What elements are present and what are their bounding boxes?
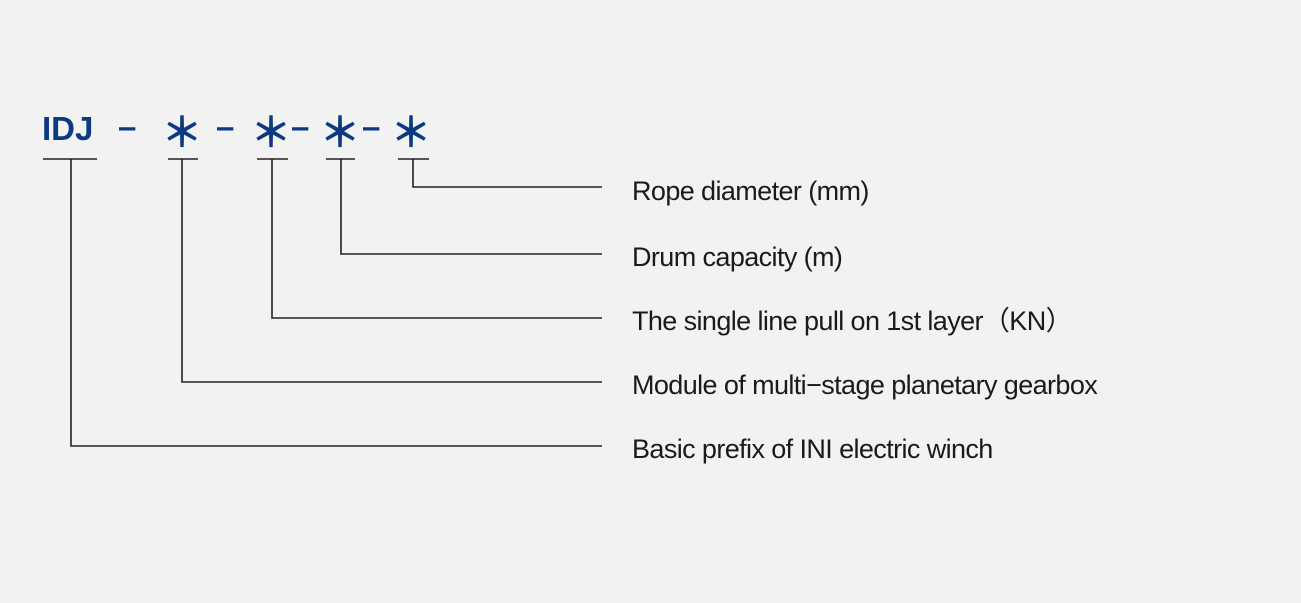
label-rope-diameter: Rope diameter (mm) (632, 176, 869, 206)
leader-prefix (43, 158, 602, 447)
code-dash-4: – (362, 108, 380, 145)
code-dash-3: – (291, 108, 309, 145)
leader-drum (326, 158, 602, 255)
label-drum-capacity: Drum capacity (m) (632, 242, 842, 272)
labels: Rope diameter (mm) Drum capacity (m) The… (632, 176, 1099, 464)
code-asterisk-drum: ＊ (320, 111, 360, 155)
leader-lines (43, 158, 602, 447)
label-line-pull: The single line pull on 1st layer（KN） (632, 306, 1072, 336)
model-code: IDJ – ＊ – ＊ – ＊ – ＊ (42, 108, 431, 155)
code-dash-1: – (118, 108, 136, 145)
code-asterisk-rope: ＊ (391, 111, 431, 155)
leader-gearbox (168, 158, 602, 383)
code-asterisk-pull: ＊ (251, 111, 291, 155)
label-basic-prefix: Basic prefix of INI electric winch (632, 434, 993, 464)
label-gearbox-module: Module of multi−stage planetary gearbox (632, 370, 1098, 400)
code-dash-2: – (216, 108, 234, 145)
code-prefix: IDJ (42, 110, 93, 147)
leader-pull (257, 158, 602, 319)
leader-rope (398, 158, 602, 188)
code-asterisk-gearbox: ＊ (162, 111, 202, 155)
